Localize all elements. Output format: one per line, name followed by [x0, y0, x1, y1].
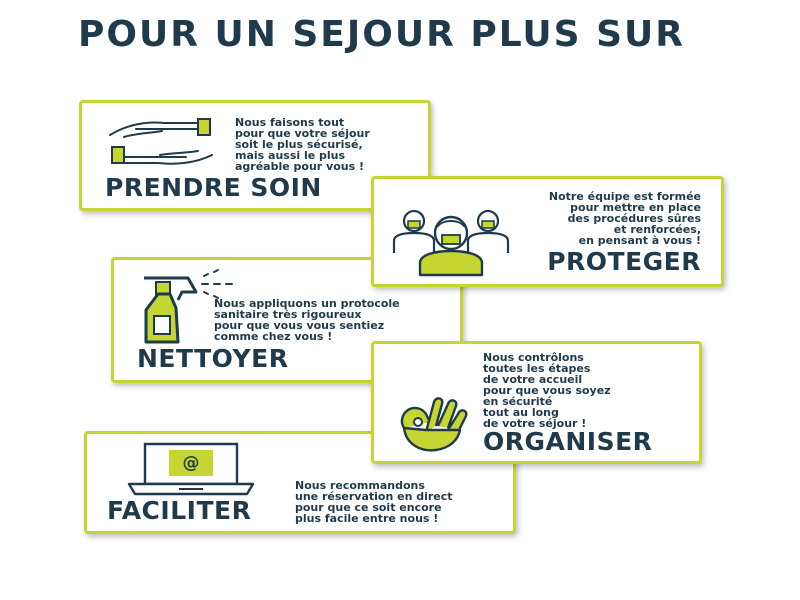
email-at-symbol: @	[182, 453, 200, 473]
card-prendre-soin: PRENDRE SOIN Nous faisons tout pour que …	[79, 100, 431, 211]
ok-hand-icon	[400, 397, 468, 452]
spray-bottle-icon	[144, 269, 233, 344]
page-title: POUR UN SEJOUR PLUS SUR	[78, 14, 685, 55]
card-organiser: ORGANISER Nous contrôlons toutes les éta…	[371, 341, 702, 464]
heading-nettoyer: NETTOYER	[137, 344, 289, 373]
heading-organiser: ORGANISER	[483, 427, 653, 456]
card-proteger: PROTEGER Notre équipe est formée pour me…	[371, 176, 724, 287]
heading-prendre-soin: PRENDRE SOIN	[105, 173, 322, 202]
desc-proteger: Notre équipe est formée pour mettre en p…	[548, 190, 701, 247]
desc-prendre-soin: Nous faisons tout pour que votre séjour …	[235, 116, 370, 173]
desc-organiser: Nous contrôlons toutes les étapes de vot…	[483, 351, 611, 430]
heading-faciliter: FACILITER	[107, 496, 252, 525]
desc-nettoyer: Nous appliquons un protocole sanitaire t…	[214, 297, 400, 343]
heading-proteger: PROTEGER	[547, 247, 701, 276]
laptop-email-icon	[127, 442, 255, 496]
masked-team-icon	[392, 209, 510, 277]
desc-faciliter: Nous recommandons une réservation en dir…	[295, 479, 453, 525]
caring-hands-icon	[109, 118, 213, 165]
